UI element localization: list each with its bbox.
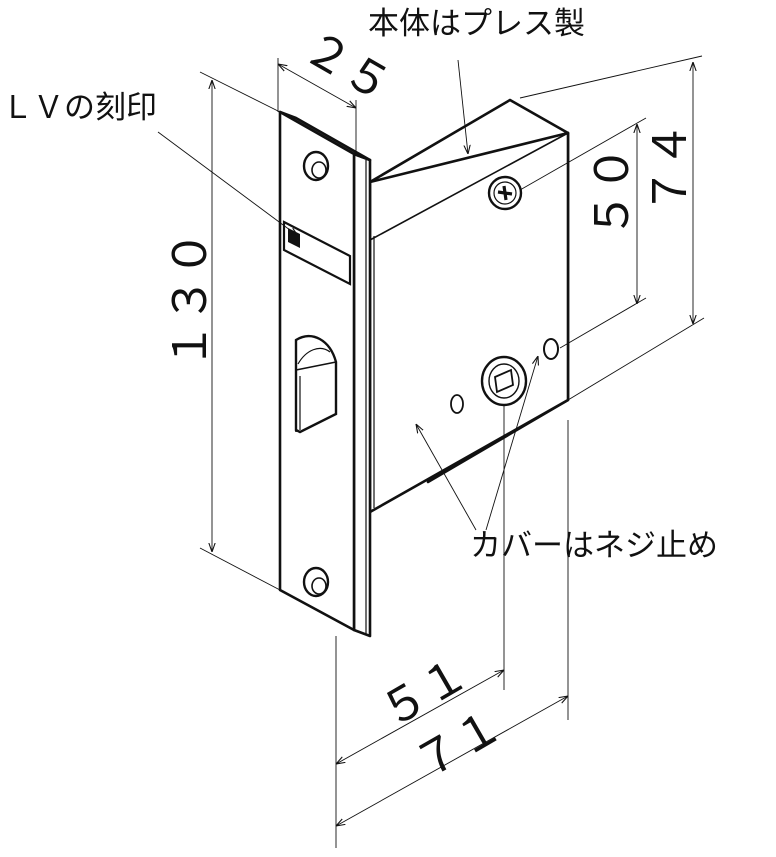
label-cover-screw: カバーはネジ止め <box>470 528 718 564</box>
dim-screw-pitch: ５０ <box>585 146 639 238</box>
plate-screw-hole-top <box>302 150 330 182</box>
case-hole-left <box>450 394 464 414</box>
case-hole-right <box>543 338 559 360</box>
plate-screw-hole-bottom <box>302 566 330 598</box>
latch-bolt <box>294 334 338 434</box>
case-front-face <box>368 131 570 514</box>
label-lv-engraving: ＬＶの刻印 <box>2 90 157 126</box>
dim-front-height: １３０ <box>163 231 217 369</box>
follower-hub <box>480 355 528 407</box>
front-plate <box>278 110 372 638</box>
case-body <box>368 98 570 514</box>
cover-screw-icon <box>487 175 523 211</box>
dimension-lines <box>157 55 705 848</box>
dim-case-height: ７４ <box>643 122 697 214</box>
label-body-press: 本体はプレス製 <box>368 6 585 42</box>
